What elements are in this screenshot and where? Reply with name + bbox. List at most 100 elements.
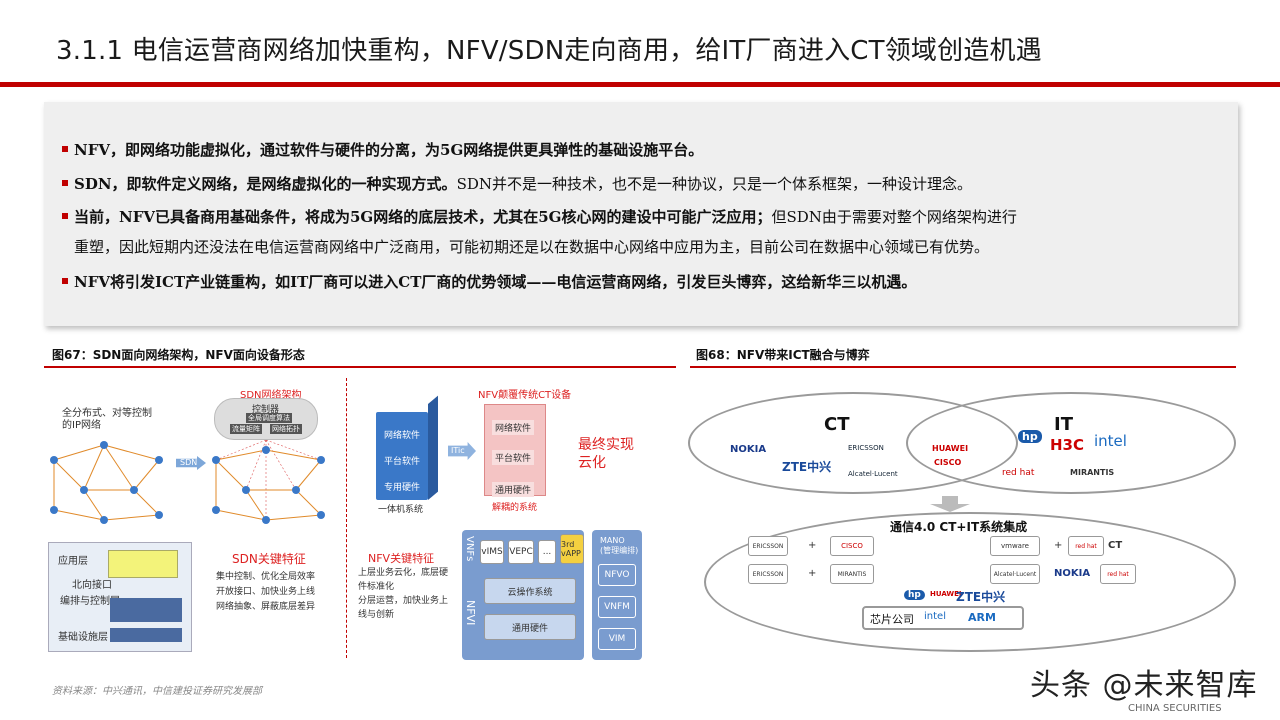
- vendor-zte: ZTE中兴: [956, 590, 1006, 604]
- bullet-marker: [62, 213, 68, 219]
- red-layer: 网络软件: [492, 420, 535, 435]
- fig68-rule: [690, 366, 1236, 368]
- bullet-ict: NFV将引发ICT产业链重构，如IT厂商可以进入CT厂商的优势领域——电信运营商…: [62, 267, 916, 297]
- itic-arrow: [448, 442, 476, 460]
- mano-item: VNFM: [598, 596, 636, 618]
- plus: +: [808, 540, 817, 551]
- sdn-key-text: 集中控制、优化全局效率 开放接口、加快业务上线 网络抽象、屏蔽底层差异: [216, 572, 316, 612]
- plus: +: [808, 568, 817, 579]
- sdn-arch-title: SDN网络架构: [240, 390, 302, 401]
- ip-mesh: [50, 441, 163, 524]
- blue-layer: 网络软件: [384, 431, 421, 441]
- vendor-cisco: CISCO: [934, 458, 962, 467]
- chip-company: 芯片公司: [870, 613, 914, 626]
- fig67-caption: 图67：SDN面向网络架构，NFV面向设备形态: [52, 348, 305, 362]
- vendor-redhat: red hat: [1002, 468, 1035, 478]
- plus: +: [1054, 540, 1063, 551]
- infra-block: [110, 628, 182, 642]
- bullet-marker: [62, 278, 68, 284]
- nfv-key-title: NFV关键特征: [368, 552, 435, 565]
- combo-b: NOKIA: [1054, 568, 1091, 579]
- combo-a: ERICSSON: [748, 536, 788, 556]
- red-layer: 通用硬件: [492, 482, 535, 497]
- vendor-arm: ARM: [968, 611, 996, 624]
- vendor-huawei: HUAWEI: [930, 590, 962, 598]
- blue-stack: [376, 412, 428, 500]
- controller-label: 控制器: [252, 405, 280, 415]
- combo-a: Alcatel·Lucent: [990, 564, 1040, 584]
- ct-label: CT: [824, 414, 850, 435]
- blue-layer: 平台软件: [384, 457, 421, 467]
- vendor-huawei: HUAWEI: [932, 444, 969, 453]
- fig67-rule: [44, 366, 676, 368]
- integration-title: 通信4.0 CT+IT系统集成: [890, 520, 1028, 534]
- red-caption: 解耦的系统: [492, 503, 538, 513]
- sdn-arrow: [176, 456, 206, 470]
- cloud-os: 云操作系统: [484, 578, 576, 604]
- mano-label: MANO (管理编排): [600, 536, 639, 555]
- layer-infra: 基础设施层: [58, 632, 108, 643]
- combo-a: vmware: [990, 536, 1040, 556]
- blue-layer: 专用硬件: [384, 483, 421, 493]
- vendor-hp: hp: [1018, 430, 1042, 443]
- it-ellipse: [906, 392, 1236, 494]
- blue-stack-side: [428, 395, 438, 500]
- control-block: [110, 598, 182, 622]
- bullet-current: 当前，NFV已具备商用基础条件，将成为5G网络的底层技术，尤其在5G核心网的建设…: [62, 202, 1017, 232]
- watermark-sub: CHINA SECURITIES: [1128, 703, 1222, 714]
- bullet-text: 但SDN由于需要对整个网络架构进行: [771, 208, 1017, 226]
- combo-b: CISCO: [830, 536, 874, 556]
- mano-item: VIM: [598, 628, 636, 650]
- vnf-item: 3rd vAPP: [560, 534, 584, 564]
- layer-orchestration: 编排与控制层: [60, 596, 120, 607]
- sdn-key-title: SDN关键特征: [232, 552, 306, 566]
- itic-label: ITic: [451, 446, 465, 455]
- vendor-alcatel: Alcatel·Lucent: [848, 470, 898, 478]
- bullet-text-bold: SDN，即软件定义网络，是网络虚拟化的一种实现方式。: [74, 175, 457, 193]
- combo-c: CT: [1108, 540, 1123, 551]
- combo-a: ERICSSON: [748, 564, 788, 584]
- nfv-title: NFV颠覆传统CT设备: [478, 390, 572, 401]
- layer-northbound: 北向接口: [72, 580, 112, 591]
- source-note: 资料来源：中兴通讯，中信建投证券研究发展部: [52, 686, 262, 697]
- bullet-current-cont: 重塑，因此短期内还没法在电信运营商网络中广泛商用，可能初期还是以在数据中心网络中…: [74, 238, 990, 256]
- fig67-divider: [346, 378, 347, 658]
- mano-item: NFVO: [598, 564, 636, 586]
- nfvi-label: NFVI: [464, 600, 477, 626]
- vendor-hp: hp: [904, 590, 925, 600]
- fig68-caption: 图68：NFV带来ICT融合与博弈: [696, 348, 870, 362]
- sdn-arrow-label: SDN: [180, 458, 198, 467]
- down-arrow: [930, 496, 970, 512]
- final-cloud: 最终实现 云化: [578, 437, 634, 471]
- layer-app: 应用层: [58, 556, 88, 567]
- blue-caption: 一体机系统: [378, 505, 424, 515]
- bullet-text: NFV，即网络功能虚拟化，通过软件与硬件的分离，为5G网络提供更具弹性的基础设施…: [74, 141, 704, 159]
- vendor-mirantis: MIRANTIS: [1070, 468, 1115, 477]
- ctrl-item: 流量矩阵: [230, 424, 262, 434]
- ctrl-item: 网络拓扑: [270, 424, 302, 434]
- bullet-marker: [62, 146, 68, 152]
- red-layer: 平台软件: [492, 450, 535, 465]
- vnfs-label: VNFs: [464, 536, 475, 562]
- vendor-intel: intel: [924, 611, 946, 622]
- bullet-marker: [62, 180, 68, 186]
- summary-box: NFV，即网络功能虚拟化，通过软件与硬件的分离，为5G网络提供更具弹性的基础设施…: [44, 102, 1238, 326]
- vnf-item: vIMS: [480, 540, 504, 564]
- vendor-intel: intel: [1094, 432, 1127, 450]
- watermark: 头条 @未来智库: [1030, 668, 1258, 703]
- ip-network-label: 全分布式、对等控制 的IP网络: [62, 408, 152, 431]
- bullet-text-bold: 当前，NFV已具备商用基础条件，将成为5G网络的底层技术，尤其在5G核心网的建设…: [74, 208, 772, 226]
- sdn-mesh: [212, 440, 325, 524]
- bullet-nfv: NFV，即网络功能虚拟化，通过软件与硬件的分离，为5G网络提供更具弹性的基础设施…: [62, 135, 703, 165]
- page-title: 3.1.1 电信运营商网络加快重构，NFV/SDN走向商用，给IT厂商进入CT领…: [56, 36, 1042, 66]
- bullet-text: SDN并不是一种技术，也不是一种协议，只是一个体系框架，一种设计理念。: [456, 175, 972, 193]
- vnf-item: ...: [538, 540, 556, 564]
- chip-row: [862, 606, 1024, 630]
- integration-ellipse: [704, 512, 1236, 652]
- combo-b: MIRANTIS: [830, 564, 874, 584]
- it-label: IT: [1054, 414, 1073, 435]
- title-rule: [0, 82, 1280, 87]
- combo-b: red hat: [1068, 536, 1104, 556]
- vendor-zte: ZTE中兴: [782, 460, 832, 474]
- vendor-h3c: H3C: [1050, 436, 1084, 454]
